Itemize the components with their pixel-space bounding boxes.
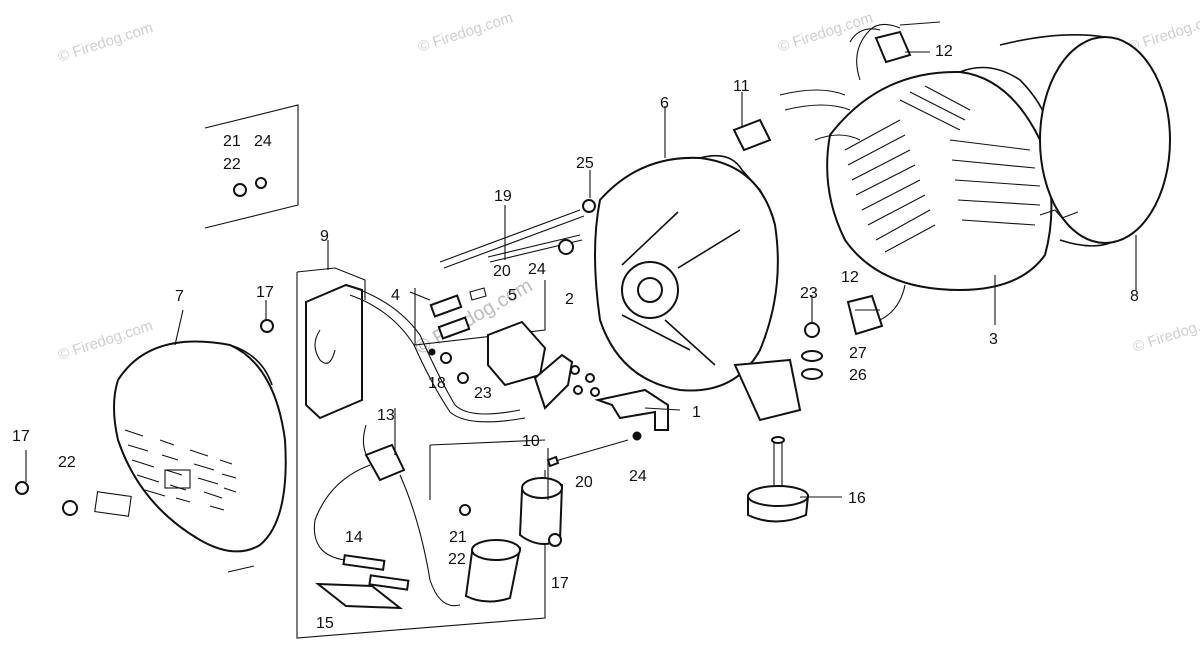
stator-part-3: [779, 23, 1056, 321]
part-label-26: 26: [849, 367, 867, 384]
end-frame-part-6: [594, 154, 802, 422]
part-label-22-b: 22: [58, 454, 76, 471]
part-label-4: 4: [391, 287, 400, 304]
part-label-14: 14: [345, 529, 363, 546]
part-label-18: 18: [428, 375, 446, 392]
bracket-plate: [533, 353, 600, 410]
part-label-1: 1: [692, 404, 701, 421]
part-label-9: 9: [320, 228, 329, 245]
part-label-19: 19: [494, 188, 512, 205]
housing-ring-part-8: [999, 34, 1171, 247]
part-label-7: 7: [175, 288, 184, 305]
part-label-6: 6: [660, 95, 669, 112]
part-label-23-b: 23: [800, 285, 818, 302]
part-label-2: 2: [565, 291, 574, 308]
part-label-10: 10: [522, 433, 540, 450]
part-label-11: 11: [733, 78, 750, 95]
part-label-5: 5: [508, 287, 517, 304]
part-label-24-c: 24: [629, 468, 647, 485]
center-fasteners: [459, 431, 642, 547]
part-label-16: 16: [848, 490, 866, 507]
capacitor-part-10: [464, 477, 564, 603]
regulator-group-part-4: [414, 280, 547, 387]
through-bolts: [439, 199, 596, 269]
part-label-12-side: 12: [841, 269, 859, 286]
part-label-23-a: 23: [474, 385, 492, 402]
left-fasteners: [15, 319, 274, 516]
bracket-part-1: [594, 388, 669, 431]
watermark-text: © Firedog.com: [1126, 9, 1200, 56]
hardware-bracket-box: [204, 104, 299, 229]
part-label-17-b: 17: [12, 428, 30, 445]
watermark-text: © Firedog.com: [56, 19, 155, 66]
end-cover-part-7: [94, 340, 287, 573]
part-label-3: 3: [989, 331, 998, 348]
right-washers: [801, 322, 823, 380]
part-label-17-c: 17: [551, 575, 569, 592]
part-label-13: 13: [377, 407, 395, 424]
part-label-21-a: 21: [223, 133, 241, 150]
part-label-20-b: 20: [575, 474, 593, 491]
part-label-20-a: 20: [493, 263, 511, 280]
part-label-22-c: 22: [448, 551, 466, 568]
connector-part-12-top: [849, 21, 941, 64]
part-label-24-a: 24: [254, 133, 272, 150]
watermark-text: © Firedog.com: [776, 9, 875, 56]
fuse-part-14: [342, 554, 410, 591]
circuit-box-part-9: [305, 283, 526, 423]
part-label-25: 25: [576, 155, 594, 172]
watermark-text: © Firedog.com: [1131, 309, 1200, 356]
leader-lines: [25, 51, 1137, 500]
part-label-8: 8: [1130, 288, 1139, 305]
watermark-text: © Firedog.com: [416, 9, 515, 56]
fuse-holder-part-15: [314, 582, 404, 610]
part-label-15: 15: [316, 615, 334, 632]
part-label-24-b: 24: [528, 261, 546, 278]
part-label-12-top: 12: [935, 43, 953, 60]
part-label-17-a: 17: [256, 284, 274, 301]
terminal-part-11: [732, 118, 772, 152]
part-label-27: 27: [849, 345, 867, 362]
part-label-21-b: 21: [449, 529, 467, 546]
mount-foot-part-16: [747, 436, 810, 523]
part-labels: 1 2 3 4 5 6 7 8 9 10 11 12 12 13 14 15 1…: [12, 43, 1139, 632]
part-label-22-a: 22: [223, 156, 241, 173]
connector-part-12-side: [846, 294, 884, 336]
